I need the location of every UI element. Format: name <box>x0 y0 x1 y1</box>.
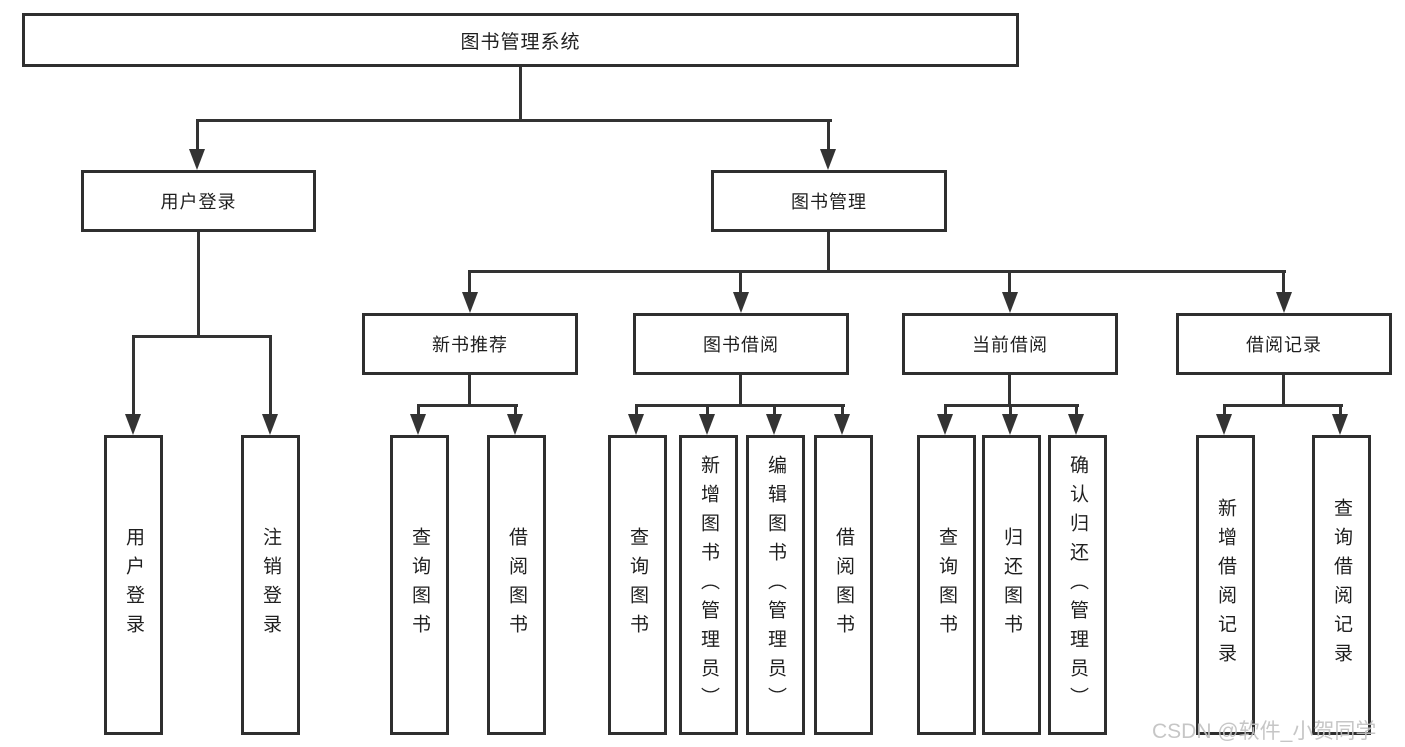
leaf-borrow-books-recommend-label: 借阅图书 <box>506 527 527 643</box>
arrowhead-icon <box>1068 414 1084 435</box>
leaf-add-book-admin: 新增图书（管理员） <box>679 435 738 735</box>
connector-line <box>196 119 832 122</box>
node-book-borrow: 图书借阅 <box>633 313 849 375</box>
arrowhead-icon <box>820 149 836 170</box>
leaf-query-books-borrow: 查询图书 <box>608 435 667 735</box>
node-root: 图书管理系统 <box>22 13 1019 67</box>
connector-line <box>1282 374 1285 407</box>
leaf-logout-label: 注销登录 <box>260 527 281 643</box>
connector-line <box>827 119 830 154</box>
leaf-user-login-label: 用户登录 <box>123 527 144 643</box>
leaf-confirm-return-admin: 确认归还（管理员） <box>1048 435 1107 735</box>
node-book-borrow-label: 图书借阅 <box>703 335 779 355</box>
connector-line <box>269 335 272 419</box>
arrowhead-icon <box>834 414 850 435</box>
arrowhead-icon <box>1216 414 1232 435</box>
connector-line <box>1339 404 1342 419</box>
arrowhead-icon <box>699 414 715 435</box>
leaf-query-books-recommend-label: 查询图书 <box>409 527 430 643</box>
arrowhead-icon <box>410 414 426 435</box>
node-current-borrow: 当前借阅 <box>902 313 1118 375</box>
connector-line <box>739 270 742 297</box>
arrowhead-icon <box>766 414 782 435</box>
leaf-return-book: 归还图书 <box>982 435 1041 735</box>
leaf-borrow-books-recommend: 借阅图书 <box>487 435 546 735</box>
connector-line <box>1008 270 1011 297</box>
leaf-add-borrow-record-label: 新增借阅记录 <box>1215 498 1236 672</box>
connector-line <box>1009 404 1012 419</box>
connector-line <box>468 270 1286 273</box>
leaf-query-borrow-record: 查询借阅记录 <box>1312 435 1371 735</box>
leaf-logout: 注销登录 <box>241 435 300 735</box>
node-book-management-label: 图书管理 <box>791 192 867 212</box>
connector-line <box>417 404 518 407</box>
leaf-query-books-recommend: 查询图书 <box>390 435 449 735</box>
leaf-borrow-books: 借阅图书 <box>814 435 873 735</box>
arrowhead-icon <box>462 292 478 313</box>
connector-line <box>1075 404 1078 419</box>
leaf-user-login: 用户登录 <box>104 435 163 735</box>
node-new-book-recommend-label: 新书推荐 <box>432 335 508 355</box>
leaf-query-books-borrow-label: 查询图书 <box>627 527 648 643</box>
connector-line <box>635 404 638 419</box>
leaf-return-book-label: 归还图书 <box>1001 527 1022 643</box>
connector-line <box>197 231 200 337</box>
arrowhead-icon <box>189 149 205 170</box>
arrowhead-icon <box>125 414 141 435</box>
leaf-add-book-admin-label: 新增图书（管理员） <box>698 454 719 716</box>
node-borrow-records-label: 借阅记录 <box>1246 335 1322 355</box>
connector-line <box>132 335 135 419</box>
connector-line <box>468 270 471 297</box>
arrowhead-icon <box>1002 414 1018 435</box>
leaf-add-borrow-record: 新增借阅记录 <box>1196 435 1255 735</box>
connector-line <box>196 119 199 154</box>
arrowhead-icon <box>507 414 523 435</box>
watermark: CSDN @软件_小贺同学 <box>1152 720 1377 743</box>
connector-line <box>417 404 420 419</box>
node-current-borrow-label: 当前借阅 <box>972 335 1048 355</box>
connector-line <box>739 374 742 407</box>
arrowhead-icon <box>262 414 278 435</box>
node-borrow-records: 借阅记录 <box>1176 313 1392 375</box>
arrowhead-icon <box>1276 292 1292 313</box>
connector-line <box>944 404 947 419</box>
leaf-query-books-current: 查询图书 <box>917 435 976 735</box>
connector-line <box>1223 404 1343 407</box>
connector-line <box>519 66 522 121</box>
node-root-label: 图书管理系统 <box>460 31 581 53</box>
connector-line <box>1282 270 1285 297</box>
connector-line <box>1008 374 1011 407</box>
node-book-management: 图书管理 <box>711 170 947 232</box>
leaf-query-books-current-label: 查询图书 <box>936 527 957 643</box>
leaf-borrow-books-label: 借阅图书 <box>833 527 854 643</box>
arrowhead-icon <box>628 414 644 435</box>
leaf-query-borrow-record-label: 查询借阅记录 <box>1331 498 1352 672</box>
connector-line <box>132 335 272 338</box>
connector-line <box>468 374 471 407</box>
node-user-login: 用户登录 <box>81 170 316 232</box>
leaf-confirm-return-admin-label: 确认归还（管理员） <box>1067 454 1088 716</box>
arrowhead-icon <box>733 292 749 313</box>
connector-line <box>827 231 830 273</box>
leaf-edit-book-admin: 编辑图书（管理员） <box>746 435 805 735</box>
arrowhead-icon <box>1002 292 1018 313</box>
node-new-book-recommend: 新书推荐 <box>362 313 578 375</box>
connector-line <box>635 404 845 407</box>
connector-line <box>706 404 709 419</box>
connector-line <box>841 404 844 419</box>
connector-line <box>514 404 517 419</box>
connector-line <box>1223 404 1226 419</box>
connector-line <box>773 404 776 419</box>
leaf-edit-book-admin-label: 编辑图书（管理员） <box>765 454 786 716</box>
arrowhead-icon <box>1332 414 1348 435</box>
arrowhead-icon <box>937 414 953 435</box>
node-user-login-label: 用户登录 <box>160 192 237 212</box>
